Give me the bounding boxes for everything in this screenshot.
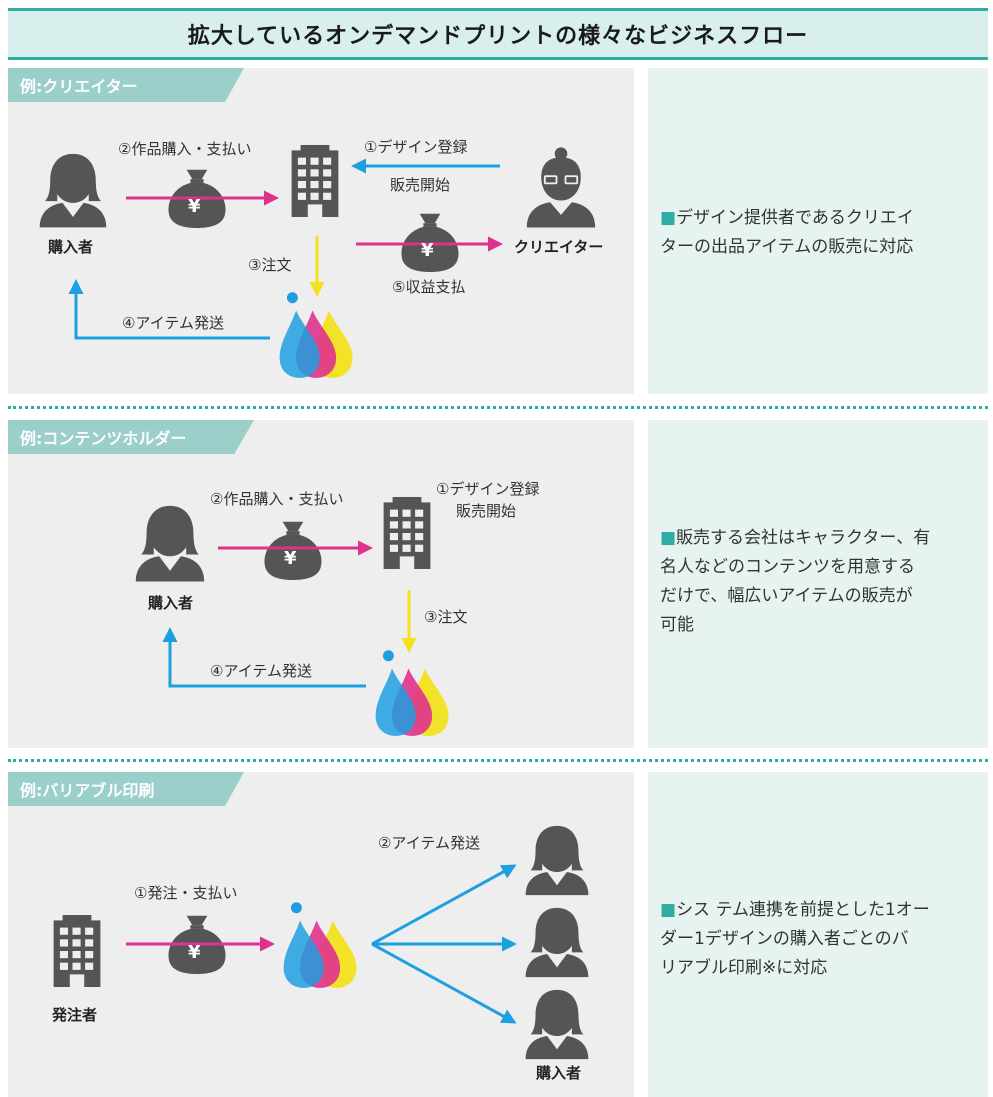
building-icon xyxy=(291,145,339,217)
step-label: ③注文 xyxy=(248,256,292,274)
description-line: リアブル印刷※に対応 xyxy=(660,958,828,978)
page-title-bar: 拡大しているオンデマンドプリントの様々なビジネスフロー xyxy=(8,8,988,60)
orderer-label: 発注者 xyxy=(52,1006,98,1024)
description-line: 可能 xyxy=(660,615,694,635)
shipping-arrow-top xyxy=(371,864,517,946)
orderer-building-icon xyxy=(53,915,101,987)
buyer-label: 購入者 xyxy=(48,238,94,256)
step-label: ②作品購入・支払い xyxy=(210,490,344,508)
buyer-label: 購入者 xyxy=(148,594,194,612)
building-icon xyxy=(383,497,431,569)
section-label: 例:クリエイター xyxy=(8,68,244,102)
section-description: ■デザイン提供者であるクリエイ ターの出品アイテムの販売に対応 xyxy=(660,204,980,262)
item-shipping-arrow xyxy=(162,627,366,688)
description-line: ■販売する会社はキャラクター、有 xyxy=(660,528,931,548)
bullet-square-icon: ■ xyxy=(660,528,677,548)
section-label: 例:バリアブル印刷 xyxy=(8,772,244,806)
page-title: 拡大しているオンデマンドプリントの様々なビジネスフロー xyxy=(187,24,809,49)
buyer-person-icon xyxy=(134,504,206,582)
bullet-square-icon: ■ xyxy=(660,208,677,228)
yen-symbol: ¥ xyxy=(188,942,201,963)
section-content-holder: 例:コンテンツホルダー xyxy=(8,420,988,748)
step-label: ②作品購入・支払い xyxy=(118,140,252,158)
step-label: ③注文 xyxy=(424,608,468,626)
description-line: ■デザイン提供者であるクリエイ xyxy=(660,208,914,228)
section-description: ■シス テム連携を前提とした1オー ダー1デザインの購入者ごとのバ リアブル印刷… xyxy=(660,896,980,983)
step-label: ①発注・支払い xyxy=(134,884,238,902)
step-label: ⑤収益支払 xyxy=(392,278,466,296)
ink-drops-icon xyxy=(279,292,353,378)
step-label: ①デザイン登録 xyxy=(364,138,468,156)
buyer-person-icon xyxy=(524,824,590,896)
description-line: ■シス テム連携を前提とした1オー xyxy=(660,900,930,920)
shipping-arrow-bottom xyxy=(371,942,517,1024)
variable-print-flow xyxy=(53,824,590,1060)
buyer-person-icon xyxy=(524,906,590,978)
creator-flow xyxy=(38,145,596,378)
section-label: 例:コンテンツホルダー xyxy=(8,420,254,454)
section-divider xyxy=(8,759,988,762)
description-line: 名人などのコンテンツを用意する xyxy=(660,557,915,577)
buyer-label: 購入者 xyxy=(536,1064,582,1082)
step-label: ④アイテム発送 xyxy=(122,314,224,332)
ink-drops-icon xyxy=(283,902,357,988)
yen-symbol: ¥ xyxy=(188,196,201,217)
buyer-person-icon xyxy=(38,152,108,228)
step-label: ④アイテム発送 xyxy=(210,662,312,680)
section-description-area xyxy=(648,420,988,748)
description-line: ターの出品アイテムの販売に対応 xyxy=(660,237,914,257)
yen-symbol: ¥ xyxy=(284,548,297,569)
step-label: ①デザイン登録 xyxy=(436,480,540,498)
section-diagram-area xyxy=(8,420,634,748)
section-description-area xyxy=(648,68,988,394)
step-label: ②アイテム発送 xyxy=(378,834,480,852)
step-label: 販売開始 xyxy=(390,176,451,194)
item-shipping-arrow xyxy=(68,279,270,340)
creator-person-icon xyxy=(526,147,596,228)
step-label: 販売開始 xyxy=(456,502,517,520)
bullet-square-icon: ■ xyxy=(660,900,677,920)
section-description-area xyxy=(648,772,988,1097)
section-divider xyxy=(8,406,988,409)
description-line: ダー1デザインの購入者ごとのバ xyxy=(660,929,909,949)
description-line: だけで、幅広いアイテムの販売が xyxy=(660,586,913,606)
content-holder-flow xyxy=(134,497,449,736)
yen-symbol: ¥ xyxy=(421,240,434,261)
buyer-person-icon xyxy=(524,988,590,1060)
ink-drops-icon xyxy=(375,650,449,736)
section-description: ■販売する会社はキャラクター、有 名人などのコンテンツを用意する だけで、幅広い… xyxy=(660,524,980,640)
creator-label: クリエイター xyxy=(514,238,604,256)
